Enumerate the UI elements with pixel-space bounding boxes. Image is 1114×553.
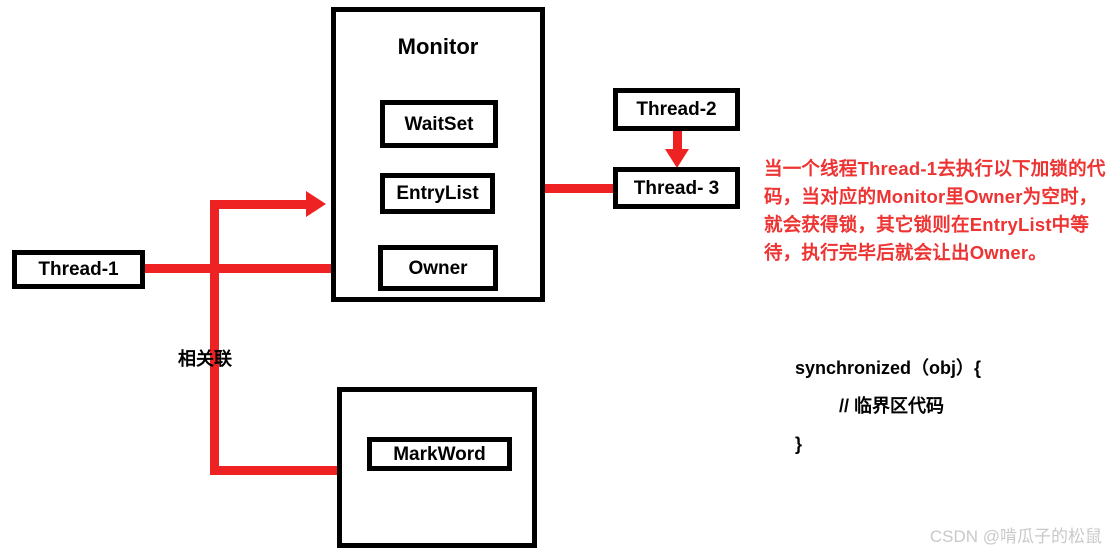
owner-box: Owner bbox=[378, 245, 498, 291]
explanation-note: 当一个线程Thread-1去执行以下加锁的代码，当对应的Monitor里Owne… bbox=[764, 158, 1106, 264]
csdn-watermark: CSDN @啃瓜子的松鼠 bbox=[929, 527, 1102, 546]
arrowhead-thread2-to-thread3-icon bbox=[665, 149, 689, 168]
connector-thread3-to-entrylist bbox=[500, 184, 616, 193]
markword-label: MarkWord bbox=[393, 443, 486, 465]
code-line-2: // 临界区代码 bbox=[839, 395, 945, 416]
code-line-1: synchronized（obj）{ bbox=[795, 358, 982, 378]
monitor-title: Monitor bbox=[397, 34, 479, 59]
waitset-label: WaitSet bbox=[404, 113, 474, 135]
arrowhead-to-entrylist-icon bbox=[306, 191, 326, 217]
entrylist-label: EntryList bbox=[396, 183, 479, 204]
connector-thread2-to-thread3 bbox=[673, 128, 682, 154]
owner-label: Owner bbox=[408, 257, 468, 279]
thread-3-box: Thread- 3 bbox=[613, 167, 740, 209]
code-line-3: } bbox=[795, 433, 803, 454]
thread-1-label: Thread-1 bbox=[38, 259, 119, 280]
code-line-2-wrapper: // 临界区代码 bbox=[795, 388, 1095, 426]
markword-box: MarkWord bbox=[367, 437, 512, 471]
thread-1-box: Thread-1 bbox=[12, 250, 145, 289]
thread-2-box: Thread-2 bbox=[613, 88, 740, 131]
connector-vertical-trunk bbox=[210, 200, 219, 474]
association-label: 相关联 bbox=[178, 349, 232, 369]
thread-2-label: Thread-2 bbox=[636, 99, 717, 120]
connector-thread1-to-owner bbox=[145, 264, 360, 273]
connector-to-markword bbox=[210, 466, 340, 475]
code-snippet: synchronized（obj）{ // 临界区代码 } bbox=[795, 350, 1095, 463]
connector-to-entrylist bbox=[210, 200, 310, 209]
entrylist-box: EntryList bbox=[380, 173, 495, 214]
thread-3-label: Thread- 3 bbox=[633, 177, 720, 199]
waitset-box: WaitSet bbox=[380, 100, 498, 148]
